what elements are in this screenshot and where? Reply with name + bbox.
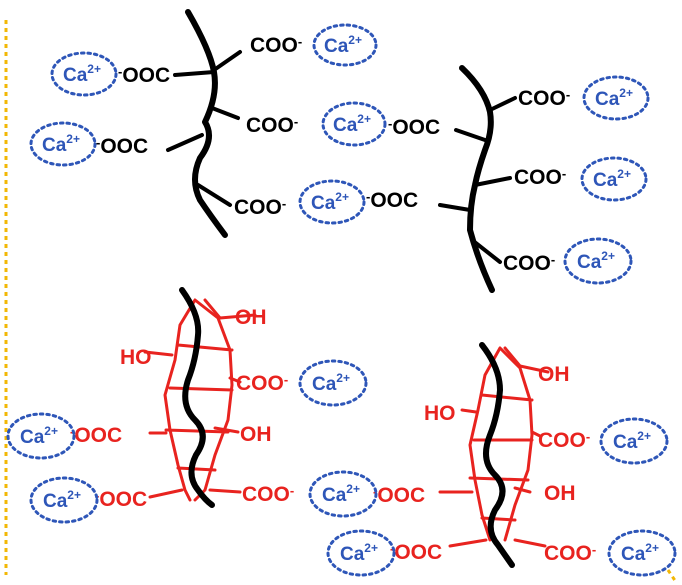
svg-text:Ca2+: Ca2+ bbox=[340, 541, 378, 565]
svg-text:-OOC: -OOC bbox=[388, 116, 440, 139]
top-right-chain bbox=[438, 65, 517, 293]
svg-text:OH: OH bbox=[538, 363, 570, 386]
calcium-ion: Ca2+ bbox=[563, 237, 633, 285]
svg-text:Ca2+: Ca2+ bbox=[595, 86, 633, 110]
svg-text:HO: HO bbox=[120, 346, 152, 369]
top-labels: COO- -OOC COO- -OOC COO- -OOC -OOC COO- … bbox=[96, 34, 570, 275]
calcium-ion: Ca2+ bbox=[308, 470, 378, 518]
calcium-ion: Ca2+ bbox=[29, 476, 99, 524]
calcium-ion: Ca2+ bbox=[298, 359, 368, 407]
svg-text:COO-: COO- bbox=[503, 252, 555, 275]
svg-text:COO-: COO- bbox=[234, 196, 286, 219]
svg-text:Ca2+: Ca2+ bbox=[63, 62, 101, 86]
svg-text:COO-: COO- bbox=[246, 114, 298, 137]
svg-text:COO-: COO- bbox=[514, 166, 566, 189]
svg-text:Ca2+: Ca2+ bbox=[613, 429, 651, 453]
calcium-ion: Ca2+ bbox=[582, 75, 650, 121]
calcium-ion: Ca2+ bbox=[599, 417, 669, 465]
svg-text:Ca2+: Ca2+ bbox=[333, 112, 371, 136]
svg-text:-OOC: -OOC bbox=[390, 541, 442, 564]
calcium-ion: Ca2+ bbox=[580, 156, 648, 202]
svg-text:-OOC: -OOC bbox=[118, 64, 170, 87]
svg-text:-OOC: -OOC bbox=[366, 189, 418, 212]
calcium-ion: Ca2+ bbox=[326, 529, 396, 577]
svg-text:OH: OH bbox=[240, 423, 272, 446]
top-left-chain bbox=[166, 9, 242, 238]
svg-text:Ca2+: Ca2+ bbox=[621, 541, 659, 565]
calcium-ion: Ca2+ bbox=[312, 23, 378, 67]
svg-text:-OOC: -OOC bbox=[373, 484, 425, 507]
bottom-labels: OH HO COO- OH -OOC -OOC COO- -OOC OH HO … bbox=[70, 306, 596, 565]
bottom-left-chain bbox=[143, 287, 257, 508]
svg-text:-OOC: -OOC bbox=[70, 424, 122, 447]
svg-text:Ca2+: Ca2+ bbox=[324, 33, 362, 57]
svg-text:OH: OH bbox=[544, 482, 576, 505]
svg-text:OH: OH bbox=[235, 306, 267, 329]
svg-text:COO-: COO- bbox=[518, 87, 570, 110]
svg-text:HO: HO bbox=[424, 402, 456, 425]
calcium-ion: Ca2+ bbox=[50, 51, 118, 97]
calcium-ion: Ca2+ bbox=[6, 412, 76, 460]
svg-text:Ca2+: Ca2+ bbox=[42, 132, 80, 156]
calcium-ion: Ca2+ bbox=[298, 179, 366, 225]
svg-text:Ca2+: Ca2+ bbox=[311, 190, 349, 214]
svg-text:COO-: COO- bbox=[544, 542, 596, 565]
calcium-ion: Ca2+ bbox=[29, 121, 97, 167]
svg-text:Ca2+: Ca2+ bbox=[312, 371, 350, 395]
svg-text:Ca2+: Ca2+ bbox=[593, 167, 631, 191]
svg-text:COO-: COO- bbox=[236, 372, 288, 395]
svg-text:Ca2+: Ca2+ bbox=[43, 488, 81, 512]
svg-text:Ca2+: Ca2+ bbox=[322, 482, 360, 506]
svg-text:Ca2+: Ca2+ bbox=[577, 249, 615, 273]
svg-text:COO-: COO- bbox=[538, 429, 590, 452]
calcium-ion: Ca2+ bbox=[607, 529, 677, 577]
svg-text:-OOC: -OOC bbox=[96, 135, 148, 158]
bottom-right-chain bbox=[438, 342, 550, 568]
border-bottom-right bbox=[666, 569, 678, 583]
calcium-ion: Ca2+ bbox=[321, 101, 387, 147]
svg-text:Ca2+: Ca2+ bbox=[20, 424, 58, 448]
svg-text:COO-: COO- bbox=[250, 34, 302, 57]
svg-text:COO-: COO- bbox=[242, 483, 294, 506]
svg-text:-OOC: -OOC bbox=[95, 488, 147, 511]
